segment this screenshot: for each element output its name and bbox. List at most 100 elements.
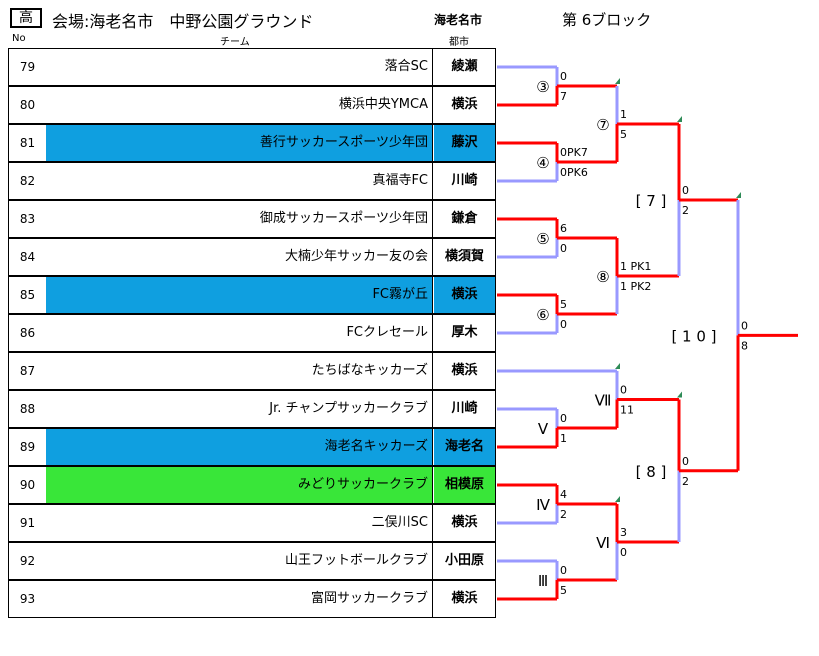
score-top: 0 — [560, 412, 567, 425]
team-number: 83 — [9, 201, 47, 237]
team-city: 横浜 — [434, 353, 495, 389]
team-name: 善行サッカースポーツ少年団 — [46, 125, 433, 161]
team-city: 川崎 — [434, 391, 495, 427]
score-top: 1 — [620, 108, 627, 121]
match-label: ⑦ — [596, 116, 609, 134]
team-number: 90 — [9, 467, 47, 503]
team-city: 横浜 — [434, 87, 495, 123]
match-label: Ⅴ — [538, 420, 549, 438]
score-bottom: 2 — [682, 475, 689, 488]
team-number: 80 — [9, 87, 47, 123]
score-bottom: 0 — [620, 546, 627, 559]
team-city: 小田原 — [434, 543, 495, 579]
score-top: 5 — [560, 298, 567, 311]
score-top: 0PK7 — [560, 146, 588, 159]
match-label: Ⅳ — [536, 496, 550, 514]
team-number: 85 — [9, 277, 47, 313]
team-city: 川崎 — [434, 163, 495, 199]
score-bottom: 7 — [560, 90, 567, 103]
team-city: 相模原 — [434, 467, 495, 503]
score-bottom: 2 — [682, 204, 689, 217]
team-name: みどりサッカークラブ — [46, 467, 433, 503]
team-name: 落合SC — [46, 49, 433, 85]
column-header-no: No — [12, 33, 26, 44]
team-number: 89 — [9, 429, 47, 465]
grade-badge: 高 — [10, 8, 42, 28]
match-label: ④ — [536, 154, 549, 172]
team-number: 92 — [9, 543, 47, 579]
team-name: 大楠少年サッカー友の会 — [46, 239, 433, 275]
bracket-marker — [736, 192, 741, 198]
bracket-marker — [615, 78, 620, 84]
match-label: ③ — [536, 78, 549, 96]
team-city: 綾瀬 — [434, 49, 495, 85]
team-city: 藤沢 — [434, 125, 495, 161]
team-number: 81 — [9, 125, 47, 161]
block-title: 第 6ブロック — [562, 11, 652, 29]
team-city: 横浜 — [434, 277, 495, 313]
team-name: Jr. チャンプサッカークラブ — [46, 391, 433, 427]
team-name: FC霧が丘 — [46, 277, 433, 313]
score-bottom: 0 — [560, 318, 567, 331]
score-top: 0 — [560, 564, 567, 577]
team-name: 横浜中央YMCA — [46, 87, 433, 123]
score-bottom: 8 — [741, 339, 748, 352]
team-name: 真福寺FC — [46, 163, 433, 199]
match-label: ⑧ — [596, 268, 609, 286]
team-name: 御成サッカースポーツ少年団 — [46, 201, 433, 237]
score-top: 0 — [620, 384, 627, 397]
venue-title: 会場:海老名市 中野公園グラウンド — [52, 12, 314, 31]
score-top: 4 — [560, 488, 567, 501]
team-name: 海老名キッカーズ — [46, 429, 433, 465]
match-label: Ⅲ — [538, 572, 548, 590]
score-bottom: 2 — [560, 508, 567, 521]
match-label: ⑤ — [536, 230, 549, 248]
score-bottom: 5 — [620, 128, 627, 141]
host-city: 海老名市 — [434, 13, 483, 27]
team-name: 富岡サッカークラブ — [46, 581, 433, 617]
score-bottom: 0 — [560, 242, 567, 255]
score-top: 0 — [560, 70, 567, 83]
match-label: [ 7 ] — [636, 192, 667, 210]
bracket-marker — [677, 116, 682, 122]
column-header-city: 都市 — [449, 37, 469, 48]
score-bottom: 1 — [560, 432, 567, 445]
score-bottom: 1 PK2 — [620, 280, 651, 293]
team-city: 海老名 — [434, 429, 495, 465]
score-bottom: 5 — [560, 584, 567, 597]
match-label: Ⅶ — [595, 392, 612, 410]
score-top: 0 — [741, 319, 748, 332]
score-top: 6 — [560, 222, 567, 235]
score-bottom: 0PK6 — [560, 166, 588, 179]
match-label: Ⅵ — [596, 534, 610, 552]
match-label: ⑥ — [536, 306, 549, 324]
team-city: 鎌倉 — [434, 201, 495, 237]
team-city: 厚木 — [434, 315, 495, 351]
bracket-marker — [615, 363, 620, 369]
bracket-marker — [677, 391, 682, 398]
team-city: 横浜 — [434, 581, 495, 617]
team-city: 横須賀 — [434, 239, 495, 275]
match-label: [ 8 ] — [636, 463, 667, 481]
score-top: 0 — [682, 184, 689, 197]
team-city: 横浜 — [434, 505, 495, 541]
team-number: 84 — [9, 239, 47, 275]
team-name: 二俣川SC — [46, 505, 433, 541]
team-name: たちばなキッカーズ — [46, 353, 433, 389]
match-label: [ 1 0 ] — [671, 327, 716, 345]
team-name: FCクレセール — [46, 315, 433, 351]
